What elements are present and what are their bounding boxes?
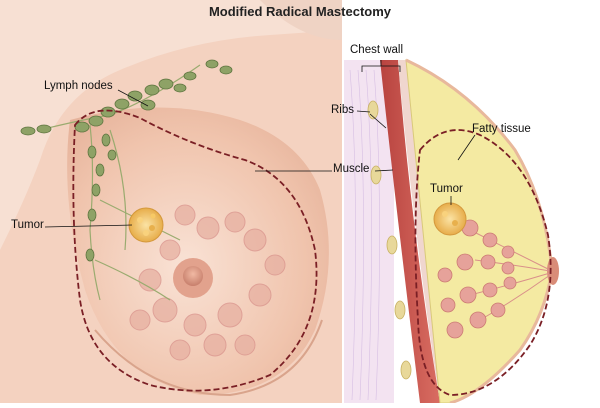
neck-shadow (260, 0, 342, 40)
muscle-layer (380, 60, 440, 403)
chest-wall-bracket (361, 60, 401, 72)
lobules-side (437, 219, 517, 339)
label-muscle: Muscle (333, 163, 370, 175)
frontal-view (0, 0, 342, 403)
lymph-nodes (20, 59, 233, 262)
leaders-front (44, 89, 149, 228)
lobules-front (129, 204, 286, 361)
tumor-side (433, 202, 467, 236)
label-fatty-tissue: Fatty tissue (472, 123, 531, 135)
tumor-front (128, 207, 164, 243)
leaders-side (255, 110, 476, 205)
label-chest-wall: Chest wall (350, 44, 404, 56)
breast-fold (94, 319, 323, 397)
side-view (255, 58, 559, 405)
label-tumor-side: Tumor (430, 183, 463, 195)
incision-outline-front (72, 109, 318, 392)
shoulder-area (0, 0, 342, 250)
nipple (183, 266, 203, 286)
label-tumor-front: Tumor (11, 219, 44, 231)
label-ribs: Ribs (331, 104, 355, 116)
diagram-title: Modified Radical Mastectomy (208, 4, 392, 19)
incision-outline-side (414, 129, 552, 396)
label-lymph-nodes: Lymph nodes (44, 80, 113, 92)
